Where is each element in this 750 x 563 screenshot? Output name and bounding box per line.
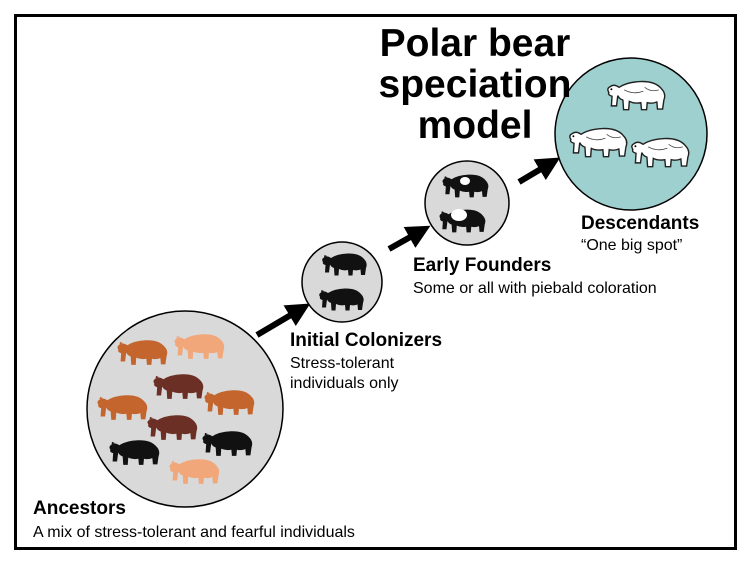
diagram-frame: Polar bear speciation model Ancestors A … bbox=[14, 14, 737, 550]
stage-desc-ancestors: A mix of stress-tolerant and fearful ind… bbox=[33, 524, 355, 541]
arrow-icon bbox=[255, 303, 311, 338]
stage-name-descendants: Descendants bbox=[581, 213, 700, 234]
diagram-title: Polar bear speciation model bbox=[378, 22, 572, 147]
stage-desc-descendants: “One big spot” bbox=[581, 237, 683, 254]
stage-desc-initial-colonizers: Stress-tolerant individuals only bbox=[290, 355, 399, 392]
descendants-circle bbox=[554, 57, 708, 211]
initial-colonizers-circle bbox=[301, 241, 383, 323]
arrow-icon bbox=[517, 157, 561, 185]
founder-bears bbox=[439, 174, 489, 233]
stage-name-early-founders: Early Founders bbox=[413, 255, 552, 276]
arrow-icon bbox=[387, 225, 431, 252]
early-founders-circle bbox=[424, 160, 510, 246]
piebald-spot bbox=[451, 209, 467, 221]
stage-name-ancestors: Ancestors bbox=[33, 498, 126, 519]
piebald-spot bbox=[460, 177, 470, 185]
speciation-diagram bbox=[86, 57, 708, 508]
stage-desc-early-founders: Some or all with piebald coloration bbox=[413, 280, 657, 297]
stage-name-initial-colonizers: Initial Colonizers bbox=[290, 330, 443, 351]
